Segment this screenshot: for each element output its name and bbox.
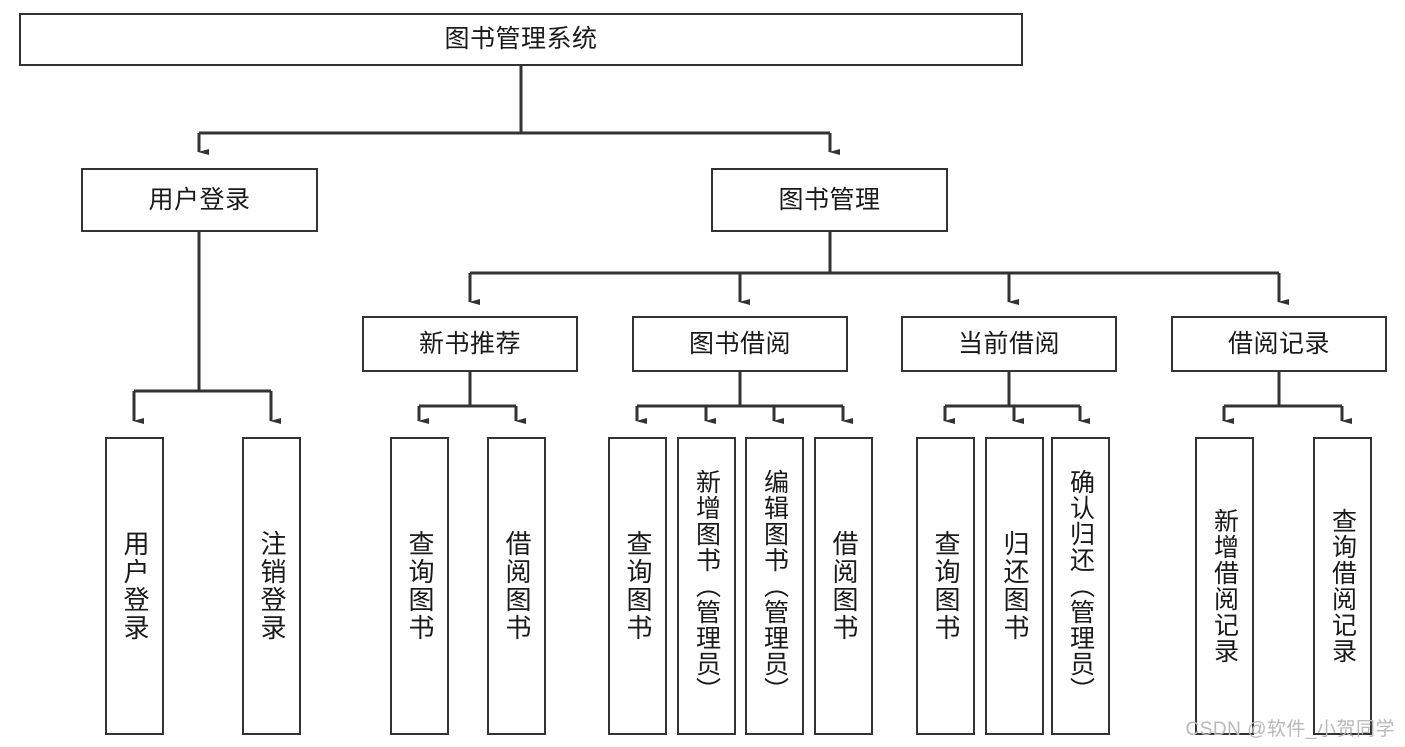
node-label: 当前借阅 <box>957 329 1060 358</box>
leaf-book-borrow-edit-book-admin[interactable]: 编辑图书（管理员） <box>745 437 804 735</box>
csdn-watermark: CSDN @软件_小贺同学 <box>1185 719 1395 740</box>
node-label: 图书管理 <box>778 185 881 214</box>
node-user-login[interactable]: 用户登录 <box>81 168 318 232</box>
leaf-current-borrow-query-book[interactable]: 查询图书 <box>916 437 975 735</box>
node-label: 用户登录 <box>120 530 151 642</box>
leaf-user-login-logout[interactable]: 注销登录 <box>242 437 301 735</box>
node-label: 新增借阅记录 <box>1210 508 1239 664</box>
leaf-book-borrow-borrow-book[interactable]: 借阅图书 <box>814 437 873 735</box>
leaf-borrow-record-add-record[interactable]: 新增借阅记录 <box>1195 437 1254 735</box>
node-root-book-management-system[interactable]: 图书管理系统 <box>19 13 1023 66</box>
leaf-new-book-query-book[interactable]: 查询图书 <box>390 437 449 735</box>
node-label: 图书管理系统 <box>444 25 598 54</box>
node-new-book-recommend[interactable]: 新书推荐 <box>362 316 578 372</box>
node-label: 用户登录 <box>148 185 251 214</box>
node-book-management[interactable]: 图书管理 <box>711 168 948 232</box>
node-label: 编辑图书（管理员） <box>760 469 789 703</box>
node-label: 查询图书 <box>623 530 654 642</box>
leaf-new-book-borrow-book[interactable]: 借阅图书 <box>487 437 546 735</box>
node-label: 确认归还（管理员） <box>1066 469 1095 703</box>
leaf-book-borrow-add-book-admin[interactable]: 新增图书（管理员） <box>677 437 736 735</box>
leaf-user-login-login[interactable]: 用户登录 <box>105 437 164 735</box>
node-current-borrow[interactable]: 当前借阅 <box>901 316 1117 372</box>
node-book-borrow[interactable]: 图书借阅 <box>632 316 848 372</box>
node-label: 查询图书 <box>405 530 436 642</box>
node-label: 借阅记录 <box>1227 329 1330 358</box>
leaf-borrow-record-query-record[interactable]: 查询借阅记录 <box>1313 437 1372 735</box>
node-label: 新增图书（管理员） <box>692 469 721 703</box>
node-label: 借阅图书 <box>502 530 533 642</box>
leaf-current-borrow-confirm-return-admin[interactable]: 确认归还（管理员） <box>1051 437 1110 735</box>
node-borrow-record[interactable]: 借阅记录 <box>1171 316 1387 372</box>
node-label: 注销登录 <box>257 530 288 642</box>
node-label: 查询借阅记录 <box>1328 508 1357 664</box>
leaf-book-borrow-query-book[interactable]: 查询图书 <box>608 437 667 735</box>
node-label: 新书推荐 <box>418 329 521 358</box>
leaf-current-borrow-return-book[interactable]: 归还图书 <box>985 437 1044 735</box>
node-label: 图书借阅 <box>688 329 791 358</box>
node-label: 查询图书 <box>931 530 962 642</box>
node-label: 归还图书 <box>1000 530 1031 642</box>
node-label: 借阅图书 <box>829 530 860 642</box>
